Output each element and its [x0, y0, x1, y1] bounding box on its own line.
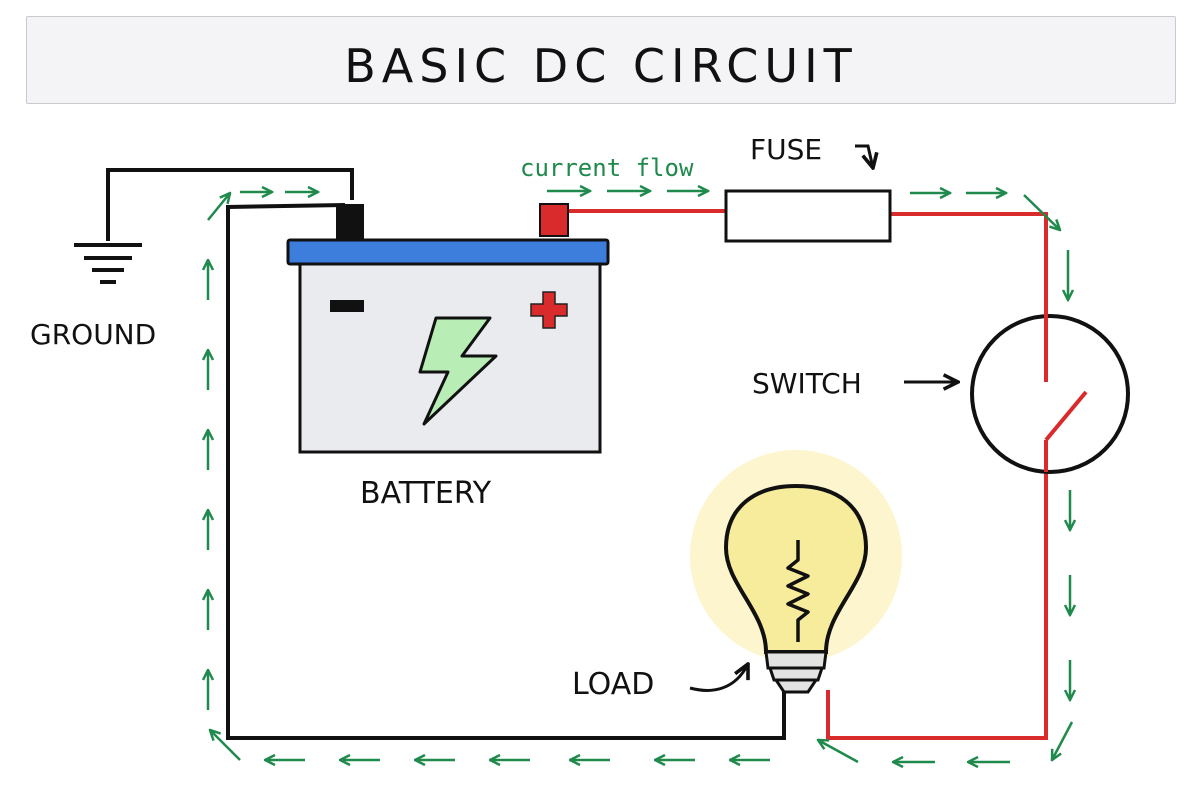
ground-label: GROUND [30, 318, 156, 351]
label-pointers [689, 144, 958, 692]
negative-terminal [336, 204, 364, 240]
negative-wire [226, 203, 786, 740]
current-flow-arrows [208, 191, 1072, 762]
battery [286, 203, 610, 454]
lightning-bolt-icon [418, 316, 498, 426]
fuse [724, 189, 892, 243]
light-bulb [690, 450, 902, 694]
diagram-title: BASIC DC CIRCUIT [344, 39, 858, 93]
switch-label: SWITCH [752, 367, 862, 400]
positive-symbol [530, 291, 568, 329]
current-flow-label: current flow [520, 154, 694, 182]
negative-symbol [330, 300, 364, 312]
ground-wire [106, 168, 354, 241]
bulb-base [764, 650, 828, 694]
filament [786, 540, 810, 642]
switch [970, 310, 1130, 474]
load-label: LOAD [572, 667, 654, 702]
ground-symbol [74, 243, 142, 284]
positive-terminal [539, 203, 569, 237]
battery-label: BATTERY [360, 476, 492, 511]
title-banner: BASIC DC CIRCUIT [26, 16, 1176, 104]
fuse-label: FUSE [750, 133, 822, 166]
